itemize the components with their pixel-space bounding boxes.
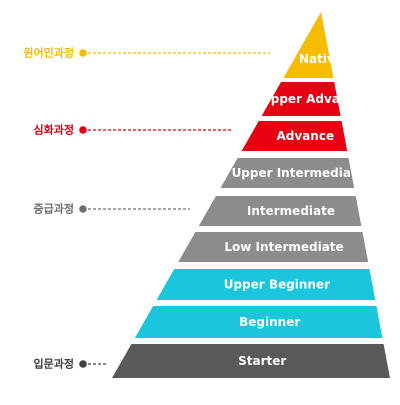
tier-label-low-intermediate: Low Intermediate [224, 240, 343, 254]
tier-shape-upper-advance [261, 82, 341, 116]
course-group-dot [79, 360, 87, 368]
tier-upper-intermediate: Upper Intermediate [220, 158, 365, 188]
course-group-label: 원어민과정 [23, 46, 74, 60]
tier-label-intermediate: Intermediate [247, 204, 335, 218]
course-group-1: 심화과정 [34, 123, 232, 137]
tier-shape-intermediate [198, 196, 362, 226]
course-group-label: 입문과정 [34, 357, 74, 371]
tier-label-upper-beginner: Upper Beginner [224, 278, 330, 292]
tier-low-intermediate: Low Intermediate [178, 232, 369, 262]
tier-intermediate: Intermediate [198, 196, 362, 226]
tier-label-upper-intermediate: Upper Intermediate [232, 166, 365, 180]
course-group-label: 심화과정 [34, 123, 74, 137]
tier-native: Native [283, 12, 343, 78]
tier-shape-beginner [134, 306, 383, 338]
course-group-dot [79, 205, 87, 213]
tier-label-starter: Starter [238, 354, 286, 368]
tier-label-beginner: Beginner [239, 315, 300, 329]
tier-upper-beginner: Upper Beginner [156, 269, 376, 300]
tier-advance: Advance [241, 121, 348, 151]
tier-label-native: Native [299, 52, 343, 66]
tier-starter: Starter [112, 344, 390, 378]
tier-beginner: Beginner [134, 306, 383, 338]
course-group-2: 중급과정 [34, 202, 190, 216]
tier-label-advance: Advance [276, 129, 334, 143]
tier-upper-advance: Upper Advance [261, 82, 364, 116]
course-group-dot [79, 126, 87, 134]
tier-shape-upper-intermediate [220, 158, 355, 188]
course-group-0: 원어민과정 [23, 46, 270, 60]
tier-shape-native [283, 12, 334, 78]
course-group-dot [79, 49, 87, 57]
tier-shape-advance [241, 121, 348, 151]
course-group-3: 입문과정 [34, 357, 108, 371]
tier-shape-low-intermediate [178, 232, 369, 262]
tier-shape-starter [112, 344, 390, 378]
tier-label-upper-advance: Upper Advance [261, 92, 364, 106]
course-group-label: 중급과정 [34, 202, 74, 216]
tier-shape-upper-beginner [156, 269, 376, 300]
